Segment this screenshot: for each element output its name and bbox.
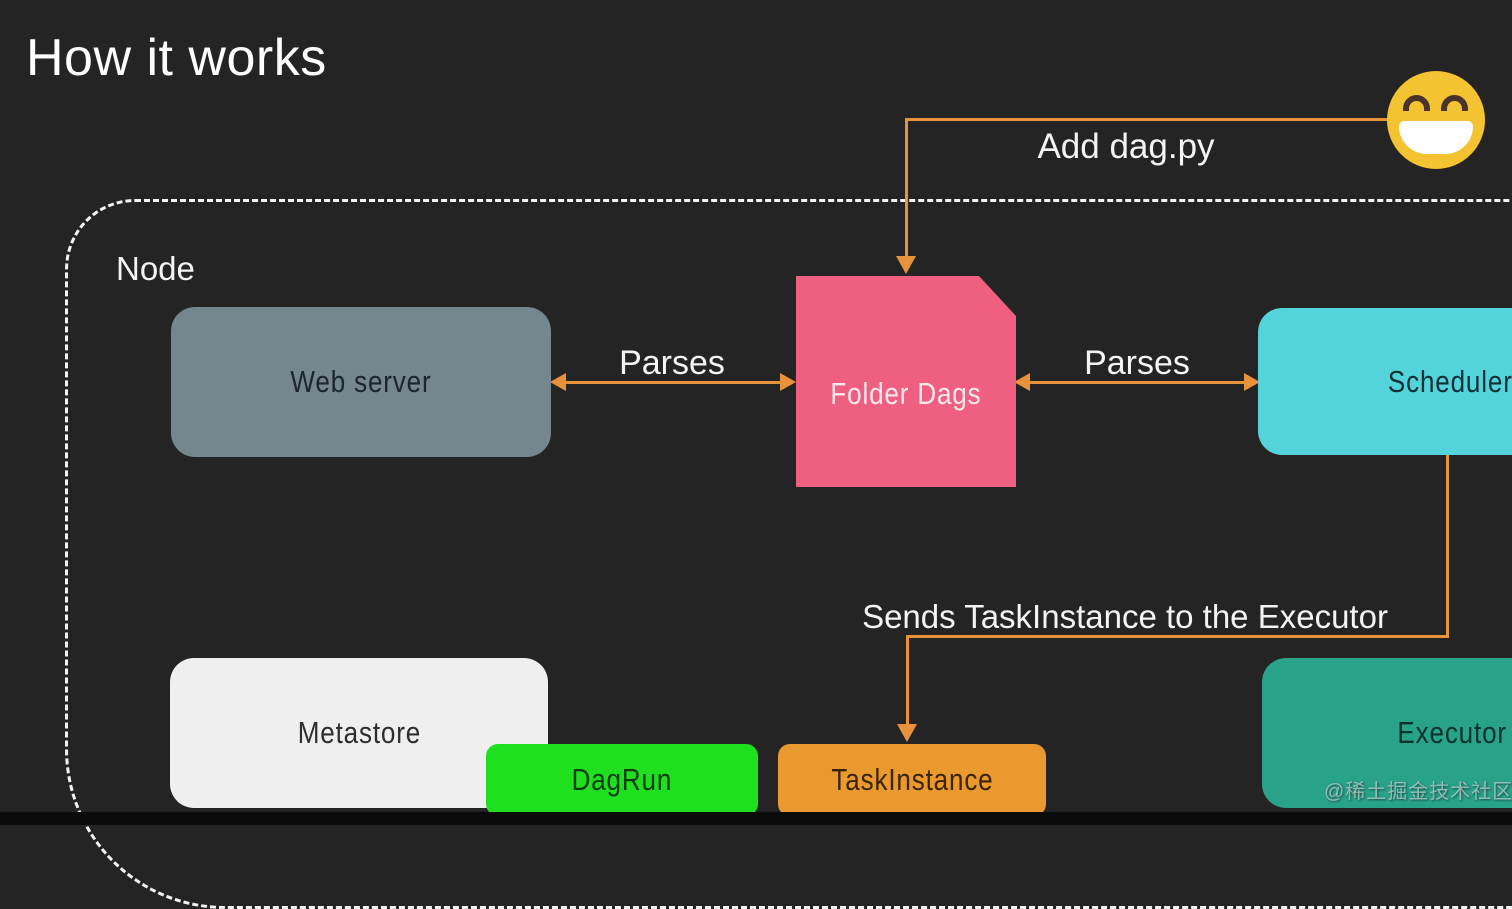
parses-right-arrowhead-east-icon xyxy=(1244,373,1260,391)
bottom-black-bar xyxy=(0,812,1512,825)
page-title: How it works xyxy=(26,29,327,87)
watermark: @稀土掘金技术社区 xyxy=(1324,781,1512,803)
node-folder-dags-label: Folder Dags xyxy=(830,375,982,411)
node-scheduler: Scheduler xyxy=(1258,308,1512,455)
smiley-mouth xyxy=(1399,121,1473,154)
sends-label: Sends TaskInstance to the Executor xyxy=(862,598,1388,635)
node-executor-label: Executor xyxy=(1397,715,1507,750)
node-web-server: Web server xyxy=(171,307,551,457)
sends-arrow-line-from-scheduler xyxy=(1446,455,1449,638)
grinning-face-icon xyxy=(1387,71,1485,169)
add-dag-arrowhead-icon xyxy=(896,256,916,274)
sends-arrowhead-icon xyxy=(897,724,917,742)
node-metastore-label: Metastore xyxy=(297,715,421,750)
node-dag-run-label: DagRun xyxy=(571,762,673,797)
node-task-instance: TaskInstance xyxy=(778,744,1046,816)
slide-canvas: { "slide": { "title": "How it works", "b… xyxy=(0,29,1512,909)
node-task-instance-label: TaskInstance xyxy=(830,762,994,797)
parses-left-arrow-line xyxy=(560,381,792,384)
smiley-right-eye xyxy=(1441,95,1468,111)
node-metastore: Metastore xyxy=(170,658,548,808)
add-dag-arrow-line-vertical xyxy=(905,118,908,256)
parses-right-label: Parses xyxy=(1084,344,1190,382)
add-dag-arrow-line-horizontal xyxy=(905,118,1392,121)
parses-left-arrowhead-west-icon xyxy=(550,373,566,391)
node-web-server-label: Web server xyxy=(290,364,432,399)
parses-right-arrow-line xyxy=(1024,381,1254,384)
sends-arrow-line-to-taskinstance xyxy=(906,635,909,725)
node-scheduler-label: Scheduler xyxy=(1387,363,1512,399)
parses-left-label: Parses xyxy=(619,344,725,382)
node-dag-run: DagRun xyxy=(486,744,758,816)
parses-left-arrowhead-east-icon xyxy=(780,373,796,391)
node-executor: Executor xyxy=(1262,658,1512,808)
parses-right-arrowhead-west-icon xyxy=(1014,373,1030,391)
sends-arrow-line-horizontal xyxy=(906,635,1449,638)
node-folder-dags: Folder Dags xyxy=(796,276,1016,487)
node-group-label: Node xyxy=(116,250,195,287)
smiley-left-eye xyxy=(1403,95,1430,111)
add-dag-label: Add dag.py xyxy=(1037,127,1215,166)
